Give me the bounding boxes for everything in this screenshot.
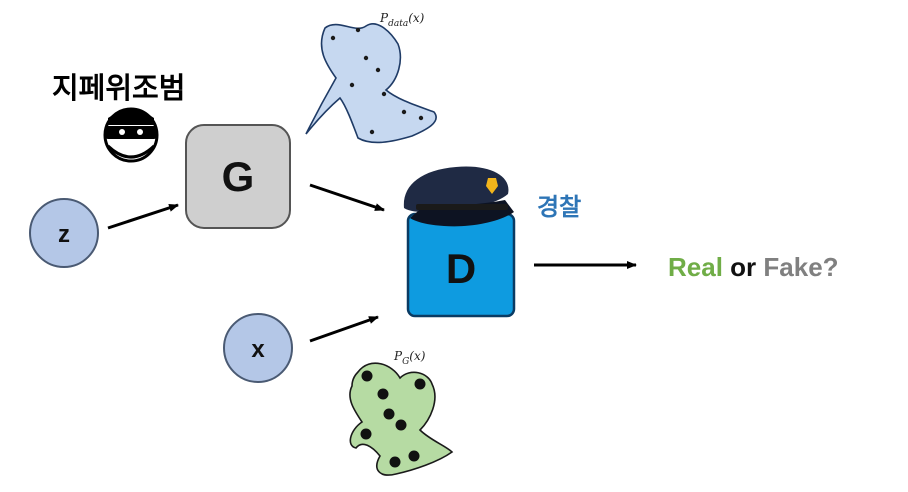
generator-label: G — [222, 153, 255, 200]
p-data-blob — [305, 23, 437, 144]
p-data-symbol: P — [379, 11, 389, 25]
discriminator-node: D — [406, 212, 516, 318]
generator-node: G — [185, 124, 291, 229]
x-label: x — [251, 336, 265, 363]
p-g-subscript: G — [402, 357, 409, 367]
p-g-argument: (x) — [409, 349, 425, 363]
counterfeiter-label: 지페위조범 — [52, 72, 185, 105]
p-g-symbol: P — [393, 349, 403, 363]
p-data-argument: (x) — [408, 11, 424, 25]
output-label: Real or Fake? — [668, 252, 839, 282]
output-fake: Fake? — [763, 252, 838, 282]
p-data-distribution: Pdata(x) — [305, 11, 437, 144]
svg-text:Pdata(x): Pdata(x) — [379, 11, 425, 29]
masked-thief-icon — [103, 107, 159, 163]
p-g-distribution: PG(x) — [349, 349, 454, 476]
x-node: x — [223, 313, 293, 383]
arrow-g-to-d — [309, 183, 385, 212]
svg-text:PG(x): PG(x) — [393, 349, 426, 367]
p-g-blob — [349, 362, 454, 476]
police-label: 경찰 — [537, 194, 581, 221]
output-or: or — [730, 252, 756, 282]
arrow-x-to-d — [309, 315, 379, 343]
z-node: z — [29, 198, 99, 268]
p-data-samples — [330, 27, 424, 135]
p-g-samples — [360, 370, 426, 468]
discriminator-label: D — [446, 245, 476, 292]
arrow-z-to-g — [107, 203, 179, 230]
z-label: z — [58, 221, 70, 248]
p-data-subscript: data — [388, 19, 408, 29]
output-real: Real — [668, 252, 723, 282]
police-cap-icon — [403, 166, 514, 227]
